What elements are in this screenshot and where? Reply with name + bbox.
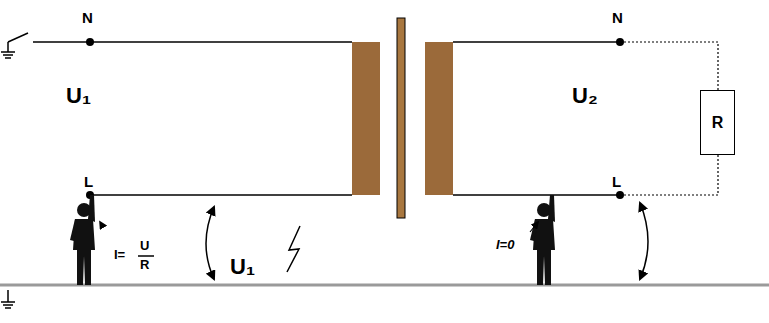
current-label: I=0: [496, 238, 514, 252]
terminal-name: L: [84, 174, 93, 191]
terminal-dot: [86, 38, 94, 46]
current-arrow: [100, 222, 106, 232]
resistor-label: R: [712, 114, 724, 132]
current-formula: I=: [114, 248, 125, 262]
voltage-label: U₁: [230, 255, 255, 279]
voltage-label: U₂: [572, 84, 598, 108]
terminal-name: L: [612, 174, 621, 191]
terminal-name: N: [612, 10, 623, 27]
voltage-arrow: [640, 203, 648, 279]
terminal-name: N: [82, 10, 93, 27]
primary-wire: [90, 194, 352, 196]
secondary-wire: [453, 41, 620, 43]
terminal-dot: [616, 38, 624, 46]
secondary-coil: [425, 42, 453, 195]
voltage-label: U₁: [66, 84, 91, 108]
voltage-arrow: [206, 207, 214, 279]
fraction-bar: [138, 255, 154, 257]
person-figure: [70, 195, 95, 285]
terminal-dot: [616, 191, 624, 199]
load-wire: [620, 155, 718, 195]
person-figure: [530, 195, 555, 285]
secondary-wire: [453, 194, 620, 196]
transformer-core: [397, 18, 405, 218]
current-arrow: [530, 222, 538, 232]
primary-coil: [352, 42, 380, 195]
earth-switch: [1, 33, 352, 58]
current-formula: U: [140, 239, 149, 253]
current-formula: R: [140, 258, 149, 272]
earth-symbol: [1, 290, 15, 308]
fault-flash: [287, 226, 300, 272]
load-wire: [620, 42, 718, 90]
resistor-symbol: R: [700, 90, 735, 155]
ground-line: [0, 284, 769, 287]
